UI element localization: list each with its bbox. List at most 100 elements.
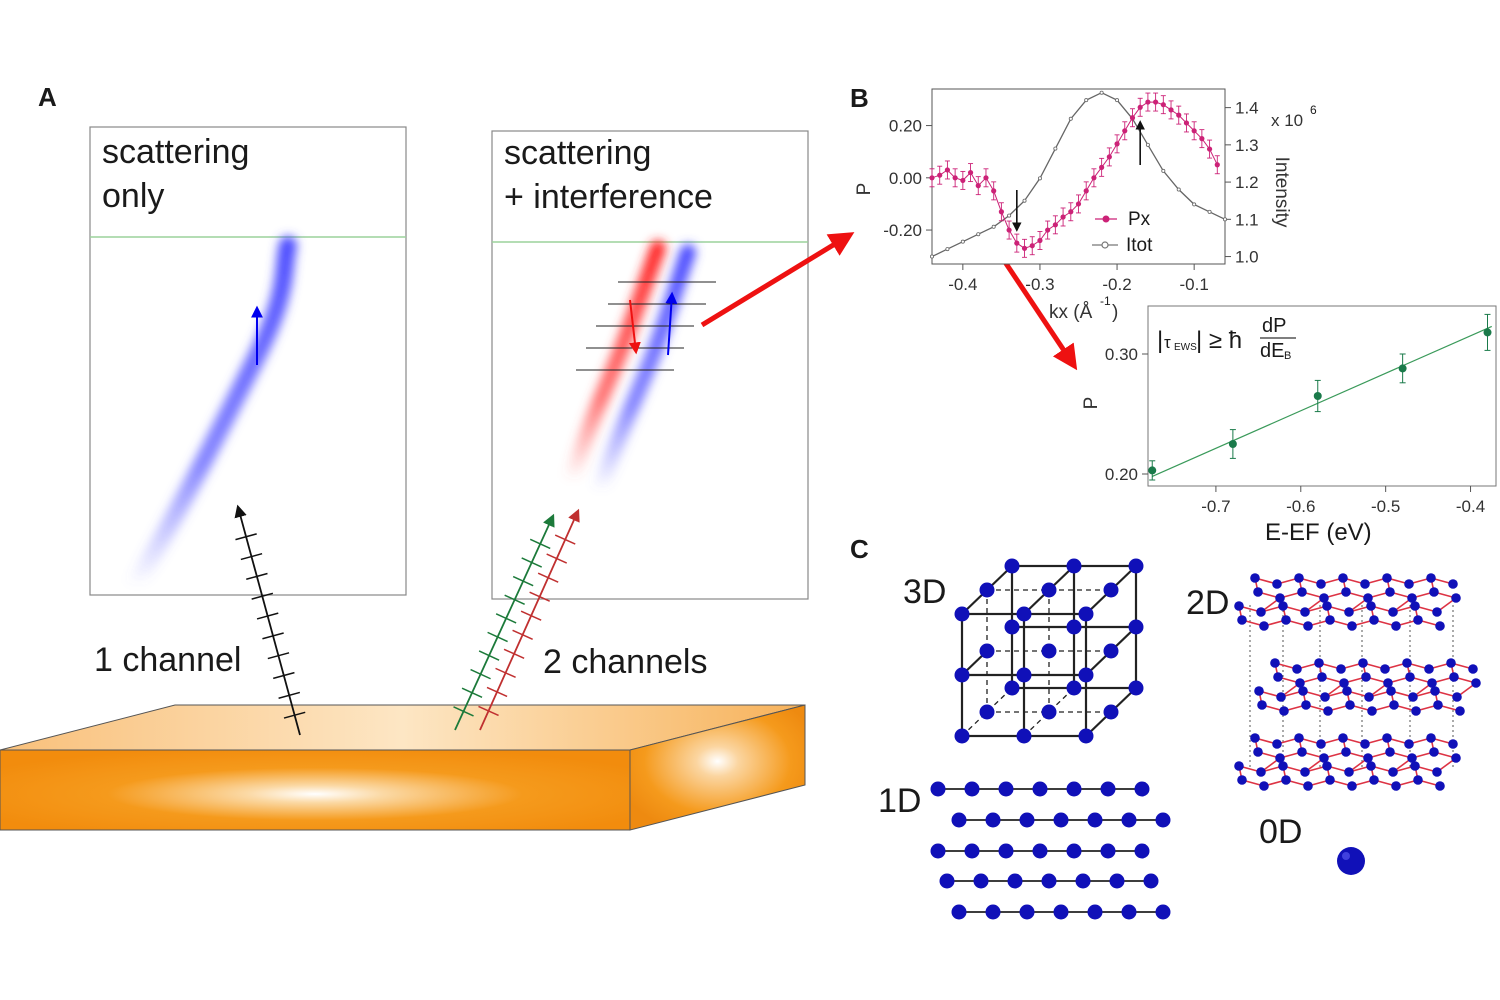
atom [1100, 843, 1116, 859]
px-point [1029, 243, 1035, 249]
atom [964, 781, 980, 797]
atom [1279, 706, 1289, 716]
atom [951, 812, 967, 828]
atom [1319, 753, 1329, 763]
atom-0d [1337, 847, 1365, 875]
itot-point [1207, 209, 1212, 214]
atom [1424, 664, 1434, 674]
atom [1388, 767, 1398, 777]
itot-point [1176, 187, 1181, 192]
atom [1237, 615, 1247, 625]
chart-b-xlabel-main: kx (Å [1049, 302, 1093, 323]
atom [1259, 621, 1269, 631]
atom [985, 904, 1001, 920]
atom [1413, 615, 1423, 625]
atom [1338, 573, 1348, 583]
channel-tick [240, 552, 263, 561]
legend-itot: Itot [1126, 235, 1153, 256]
label-1-channel: 1 channel [94, 641, 241, 679]
atom [1382, 573, 1392, 583]
channel-tick [251, 592, 274, 600]
chart-b-main: -0.4-0.3-0.2-0.10.200.00-0.201.41.31.21.… [854, 88, 1317, 323]
atom [1385, 747, 1395, 757]
atom [1109, 873, 1125, 889]
atom [1237, 775, 1247, 785]
px-point [1168, 107, 1174, 113]
itot-point [1161, 168, 1166, 173]
atom [1361, 672, 1371, 682]
box-scattering-only: scattering only [89, 126, 407, 596]
chart-e-annotation: | τ EWS | ≥ ħ dP dE B [1157, 315, 1296, 362]
atom [1410, 761, 1420, 771]
atom [1075, 873, 1091, 889]
atom [1134, 843, 1150, 859]
px-point [1160, 102, 1166, 108]
channel-tick [503, 648, 525, 660]
px-point [1068, 209, 1074, 215]
chart-b-xlabel: kx (Å -1 ) [1049, 294, 1118, 323]
atom [1121, 812, 1137, 828]
atom [1103, 582, 1119, 598]
atom [1347, 621, 1357, 631]
atom [1380, 664, 1390, 674]
atom [1319, 593, 1329, 603]
atom [1432, 607, 1442, 617]
atom [1347, 781, 1357, 791]
atom [1253, 747, 1263, 757]
energy-point [1313, 392, 1322, 400]
chart-e-ytick-label: 0.30 [1105, 345, 1138, 364]
box-scattering-interference: scattering + interference [491, 130, 809, 600]
atom [1294, 573, 1304, 583]
atom [1301, 700, 1311, 710]
atom [1429, 747, 1439, 757]
label-2-channels: 2 channels [543, 643, 707, 681]
atom [1426, 733, 1436, 743]
atom [1066, 781, 1082, 797]
px-point [944, 167, 951, 173]
atom [1297, 587, 1307, 597]
itot-point [1037, 176, 1042, 181]
atom [1413, 775, 1423, 785]
chart-e-ytick-label: 0.20 [1105, 465, 1138, 484]
px-point [991, 188, 997, 194]
atom [1295, 678, 1305, 688]
chart-e-ylabel: P [1081, 397, 1102, 410]
channel-tick [267, 652, 290, 660]
chart-b-xtick-label: -0.1 [1180, 275, 1209, 294]
px-point [960, 177, 966, 184]
px-point [1122, 128, 1128, 134]
atom [1270, 658, 1280, 668]
atom [1383, 678, 1393, 688]
box-right-line2: + interference [504, 178, 713, 216]
atom [1004, 680, 1020, 696]
chart-b-xtick-label: -0.4 [948, 275, 977, 294]
red-band [564, 240, 666, 488]
chart-e-xtick-label: -0.6 [1286, 497, 1315, 516]
atom [1449, 672, 1459, 682]
itot-point [1115, 98, 1120, 103]
px-point [1114, 141, 1120, 147]
chart-b-y2tick-label: 1.2 [1235, 173, 1259, 192]
atom [1382, 733, 1392, 743]
atom [1016, 667, 1032, 683]
atom [1032, 781, 1048, 797]
itot-point [1068, 116, 1073, 121]
channel-tick [478, 650, 500, 661]
material-slab [0, 704, 806, 831]
channel-tick [521, 557, 543, 568]
atom [1250, 573, 1260, 583]
channel-tick [495, 667, 516, 679]
atom [1281, 775, 1291, 785]
svg-text:|: | [1157, 327, 1163, 354]
atom [1066, 619, 1082, 635]
itot-point [1007, 213, 1012, 218]
px-point [998, 209, 1004, 215]
chart-e-xtick-label: -0.5 [1371, 497, 1400, 516]
label-3d: 3D [903, 573, 946, 611]
channel-tick [283, 711, 306, 719]
atom [1426, 573, 1436, 583]
atom [1281, 615, 1291, 625]
atom [1128, 680, 1144, 696]
atom [1066, 558, 1082, 574]
px-point [1153, 99, 1159, 105]
